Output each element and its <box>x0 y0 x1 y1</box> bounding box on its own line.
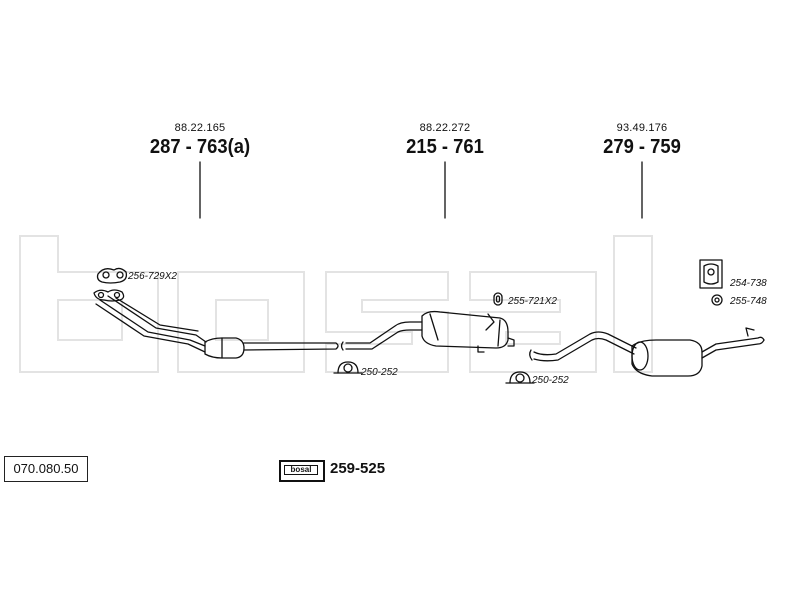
oem-ref-middle-silencer: 88.22.272 <box>419 122 471 134</box>
gasket-label[interactable]: 256-729X2 <box>128 271 177 282</box>
oem-ref-rear-silencer: 93.49.176 <box>616 122 668 134</box>
clamp-icon-2 <box>505 371 535 384</box>
rear-silencer-part <box>529 327 765 377</box>
ring-label[interactable]: 255-748 <box>730 296 767 307</box>
middle-silencer-part <box>340 310 515 353</box>
clamp-label-2[interactable]: 250-252 <box>532 375 569 386</box>
bracket-label[interactable]: 254-738 <box>730 278 767 289</box>
ring-icon <box>711 294 723 306</box>
bracket-icon <box>699 259 723 289</box>
part-number-rear-silencer[interactable]: 279 - 759 <box>603 136 681 158</box>
rubber-mount-icon <box>493 292 503 306</box>
kit-number[interactable]: 259-525 <box>330 460 386 477</box>
catalog-number: 070.080.50 <box>4 456 88 482</box>
clamp-icon-1 <box>333 361 363 374</box>
clamp-label-1[interactable]: 250-252 <box>361 367 398 378</box>
kit-logo-text: bosal <box>284 465 318 475</box>
part-number-middle-silencer[interactable]: 215 - 761 <box>406 136 484 158</box>
part-number-front-pipe[interactable]: 287 - 763(a) <box>149 136 251 158</box>
kit-logo: bosal <box>279 460 325 482</box>
front-pipe-part <box>93 289 339 359</box>
gasket-icon <box>96 267 128 284</box>
rubber-mount-label[interactable]: 255-721X2 <box>508 296 557 307</box>
oem-ref-front-pipe: 88.22.165 <box>174 122 226 134</box>
